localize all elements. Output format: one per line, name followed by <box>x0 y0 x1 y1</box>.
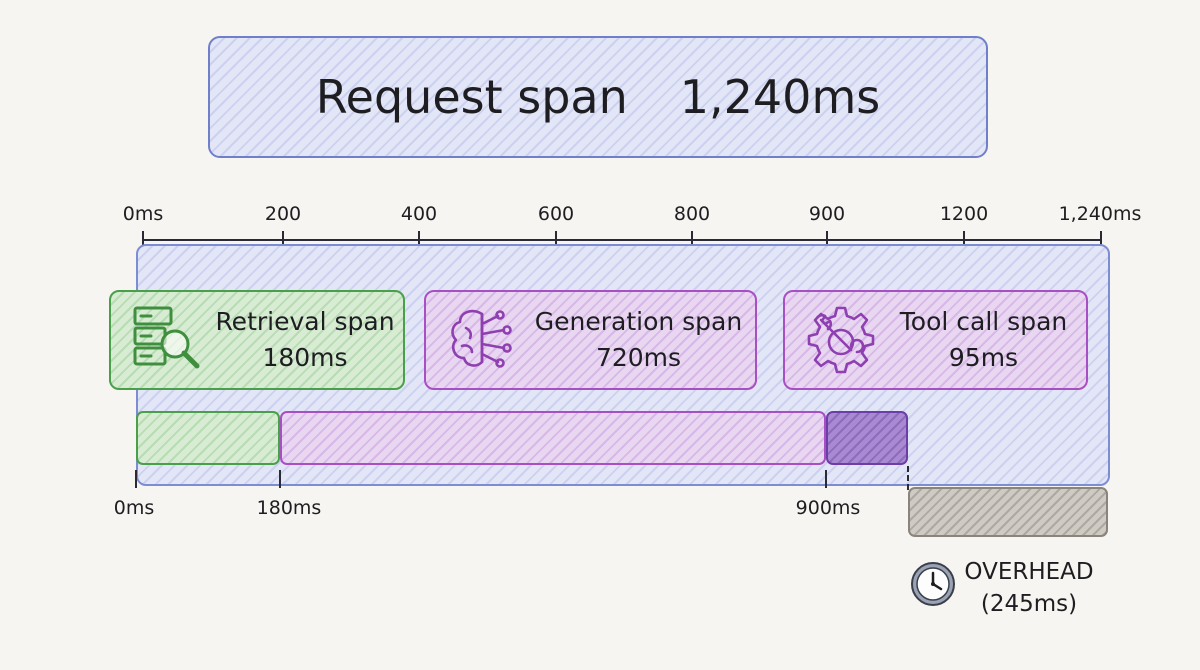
tool-call-bar <box>826 411 908 465</box>
tool-call-span-text: Tool call span 95ms <box>881 304 1086 376</box>
bottom-marker-label-0: 0ms <box>113 497 155 519</box>
generation-span-text: Generation span 720ms <box>522 304 755 376</box>
overhead-start-marker <box>907 466 909 490</box>
bottom-marker-label-900: 900ms <box>795 497 861 519</box>
axis-tick-0 <box>142 231 144 248</box>
generation-bar <box>280 411 826 465</box>
brain-circuit-icon <box>451 309 512 368</box>
retrieval-bar <box>136 411 280 465</box>
tool-call-span-name: Tool call span <box>899 307 1068 336</box>
axis-tick-400 <box>418 231 420 248</box>
axis-tick-600 <box>555 231 557 248</box>
axis-tick-label-0: 0ms <box>122 203 164 225</box>
axis-tick-label-1200: 1200 <box>939 203 989 225</box>
generation-span-name: Generation span <box>534 307 743 336</box>
axis-tick-label-800: 800 <box>673 203 711 225</box>
clock-icon <box>911 562 955 606</box>
axis-tick-label-1240: 1,240ms <box>1058 203 1142 225</box>
overhead-annotation: OVERHEAD (245ms) <box>964 556 1094 620</box>
axis-tick-label-200: 200 <box>264 203 302 225</box>
axis-line <box>143 239 1101 241</box>
axis-tick-800 <box>691 231 693 248</box>
document-search-icon <box>133 306 200 369</box>
retrieval-span-text: Retrieval span 180ms <box>207 304 403 376</box>
bottom-tick-0 <box>135 470 137 488</box>
tool-call-span-duration: 95ms <box>948 343 1019 372</box>
overhead-bar <box>908 487 1108 537</box>
overhead-label: OVERHEAD <box>964 559 1094 585</box>
retrieval-span-card: Retrieval span 180ms <box>109 290 405 390</box>
axis-tick-label-900: 900 <box>808 203 846 225</box>
gear-wrench-icon <box>807 306 875 374</box>
axis-tick-1240 <box>1100 231 1102 248</box>
generation-span-duration: 720ms <box>595 343 682 372</box>
bottom-tick-180 <box>279 470 281 488</box>
retrieval-span-name: Retrieval span <box>215 307 395 336</box>
bottom-tick-900 <box>825 470 827 488</box>
axis-tick-200 <box>282 231 284 248</box>
request-span-label: Request span <box>315 70 628 124</box>
axis-tick-1200 <box>963 231 965 248</box>
request-span-duration: 1,240ms <box>679 70 881 124</box>
retrieval-span-duration: 180ms <box>262 343 348 372</box>
generation-span-card: Generation span 720ms <box>424 290 757 390</box>
axis-tick-900 <box>826 231 828 248</box>
axis-tick-label-600: 600 <box>537 203 575 225</box>
overhead-duration: (245ms) <box>980 591 1078 617</box>
request-span-title-box: Request span 1,240ms <box>208 36 988 158</box>
tool-call-span-card: Tool call span 95ms <box>783 290 1088 390</box>
axis-tick-label-400: 400 <box>400 203 438 225</box>
bottom-marker-label-180: 180ms <box>256 497 322 519</box>
